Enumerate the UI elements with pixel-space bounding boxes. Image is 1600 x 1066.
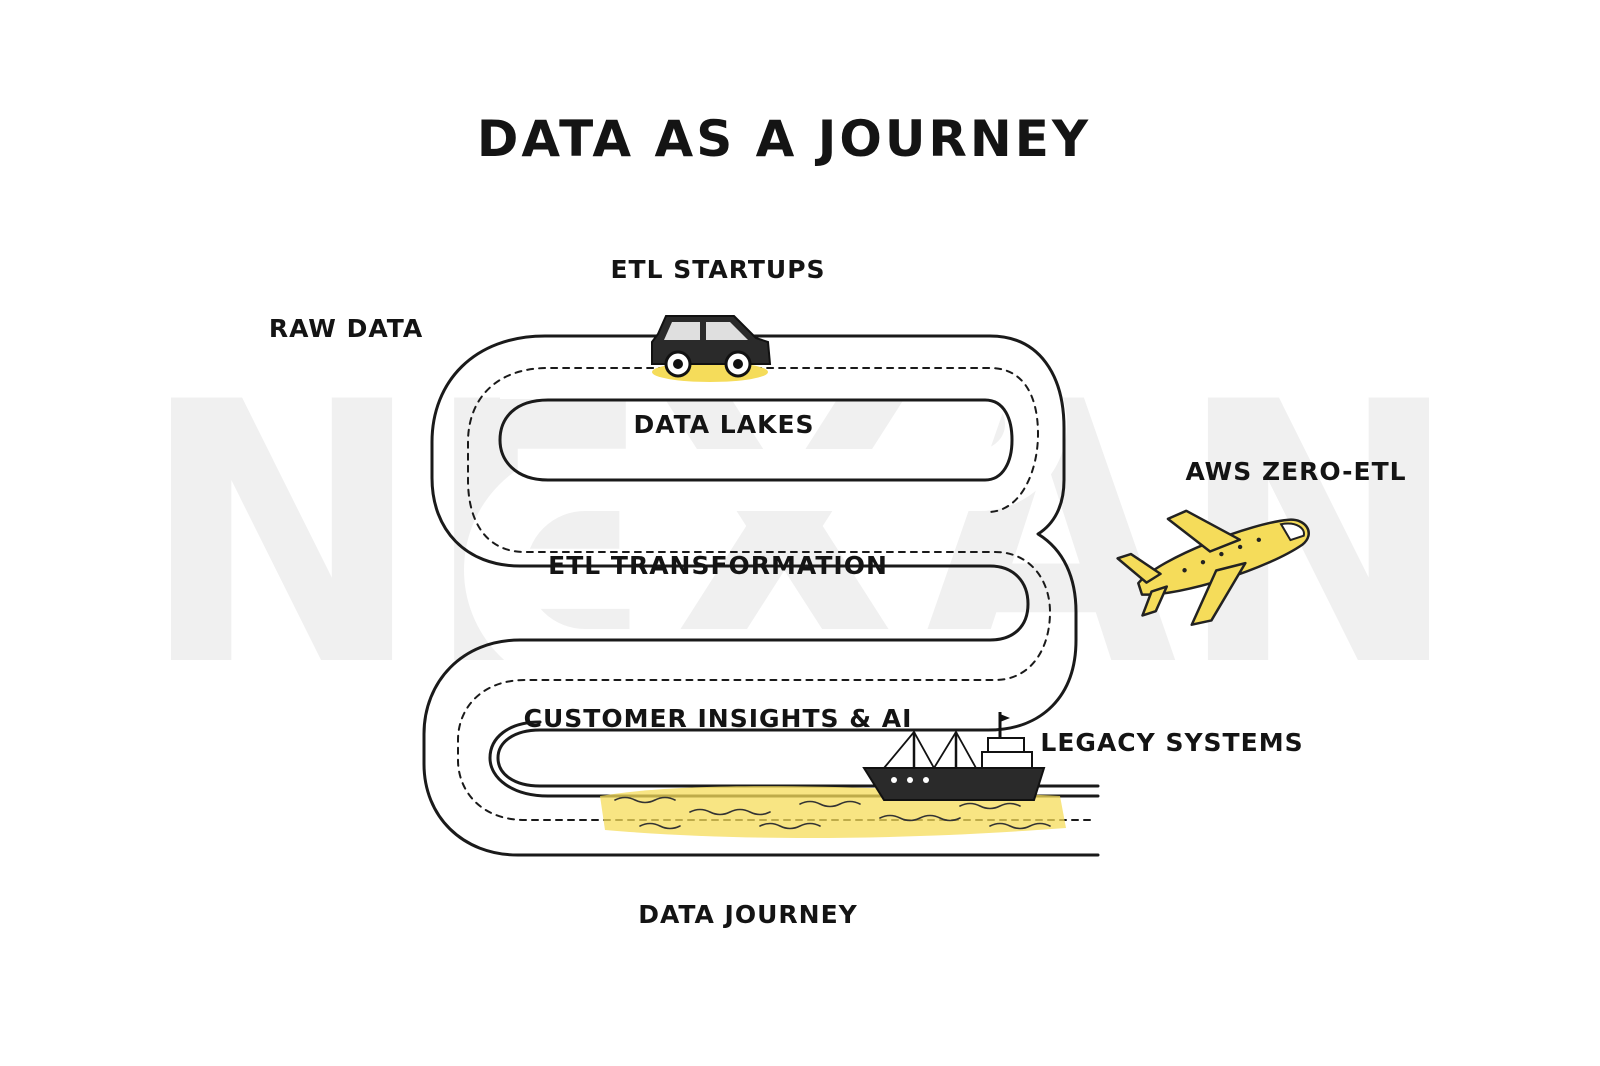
airplane-icon	[1116, 509, 1310, 626]
label-aws-zero-etl: AWS ZERO-ETL	[1185, 457, 1407, 486]
label-legacy-systems: LEGACY SYSTEMS	[1040, 728, 1304, 757]
road-inner-middle	[488, 720, 1100, 798]
label-etl-startups: ETL STARTUPS	[610, 255, 826, 284]
label-customer-insights: CUSTOMER INSIGHTS & AI	[523, 704, 913, 733]
diagram-title: DATA AS A JOURNEY	[476, 110, 1092, 168]
road-outer-contour	[422, 334, 1100, 857]
road-lines	[422, 334, 1100, 857]
label-data-lakes: DATA LAKES	[633, 410, 815, 439]
label-raw-data: RAW DATA	[268, 314, 424, 343]
ship-icon	[862, 712, 1046, 801]
label-etl-transformation: ETL TRANSFORMATION	[548, 551, 888, 580]
car-icon	[651, 315, 772, 378]
label-data-journey: DATA JOURNEY	[638, 900, 858, 929]
road-center-dash	[457, 367, 1091, 821]
road	[464, 337, 1100, 799]
road-inner-top-loop	[498, 398, 1014, 482]
